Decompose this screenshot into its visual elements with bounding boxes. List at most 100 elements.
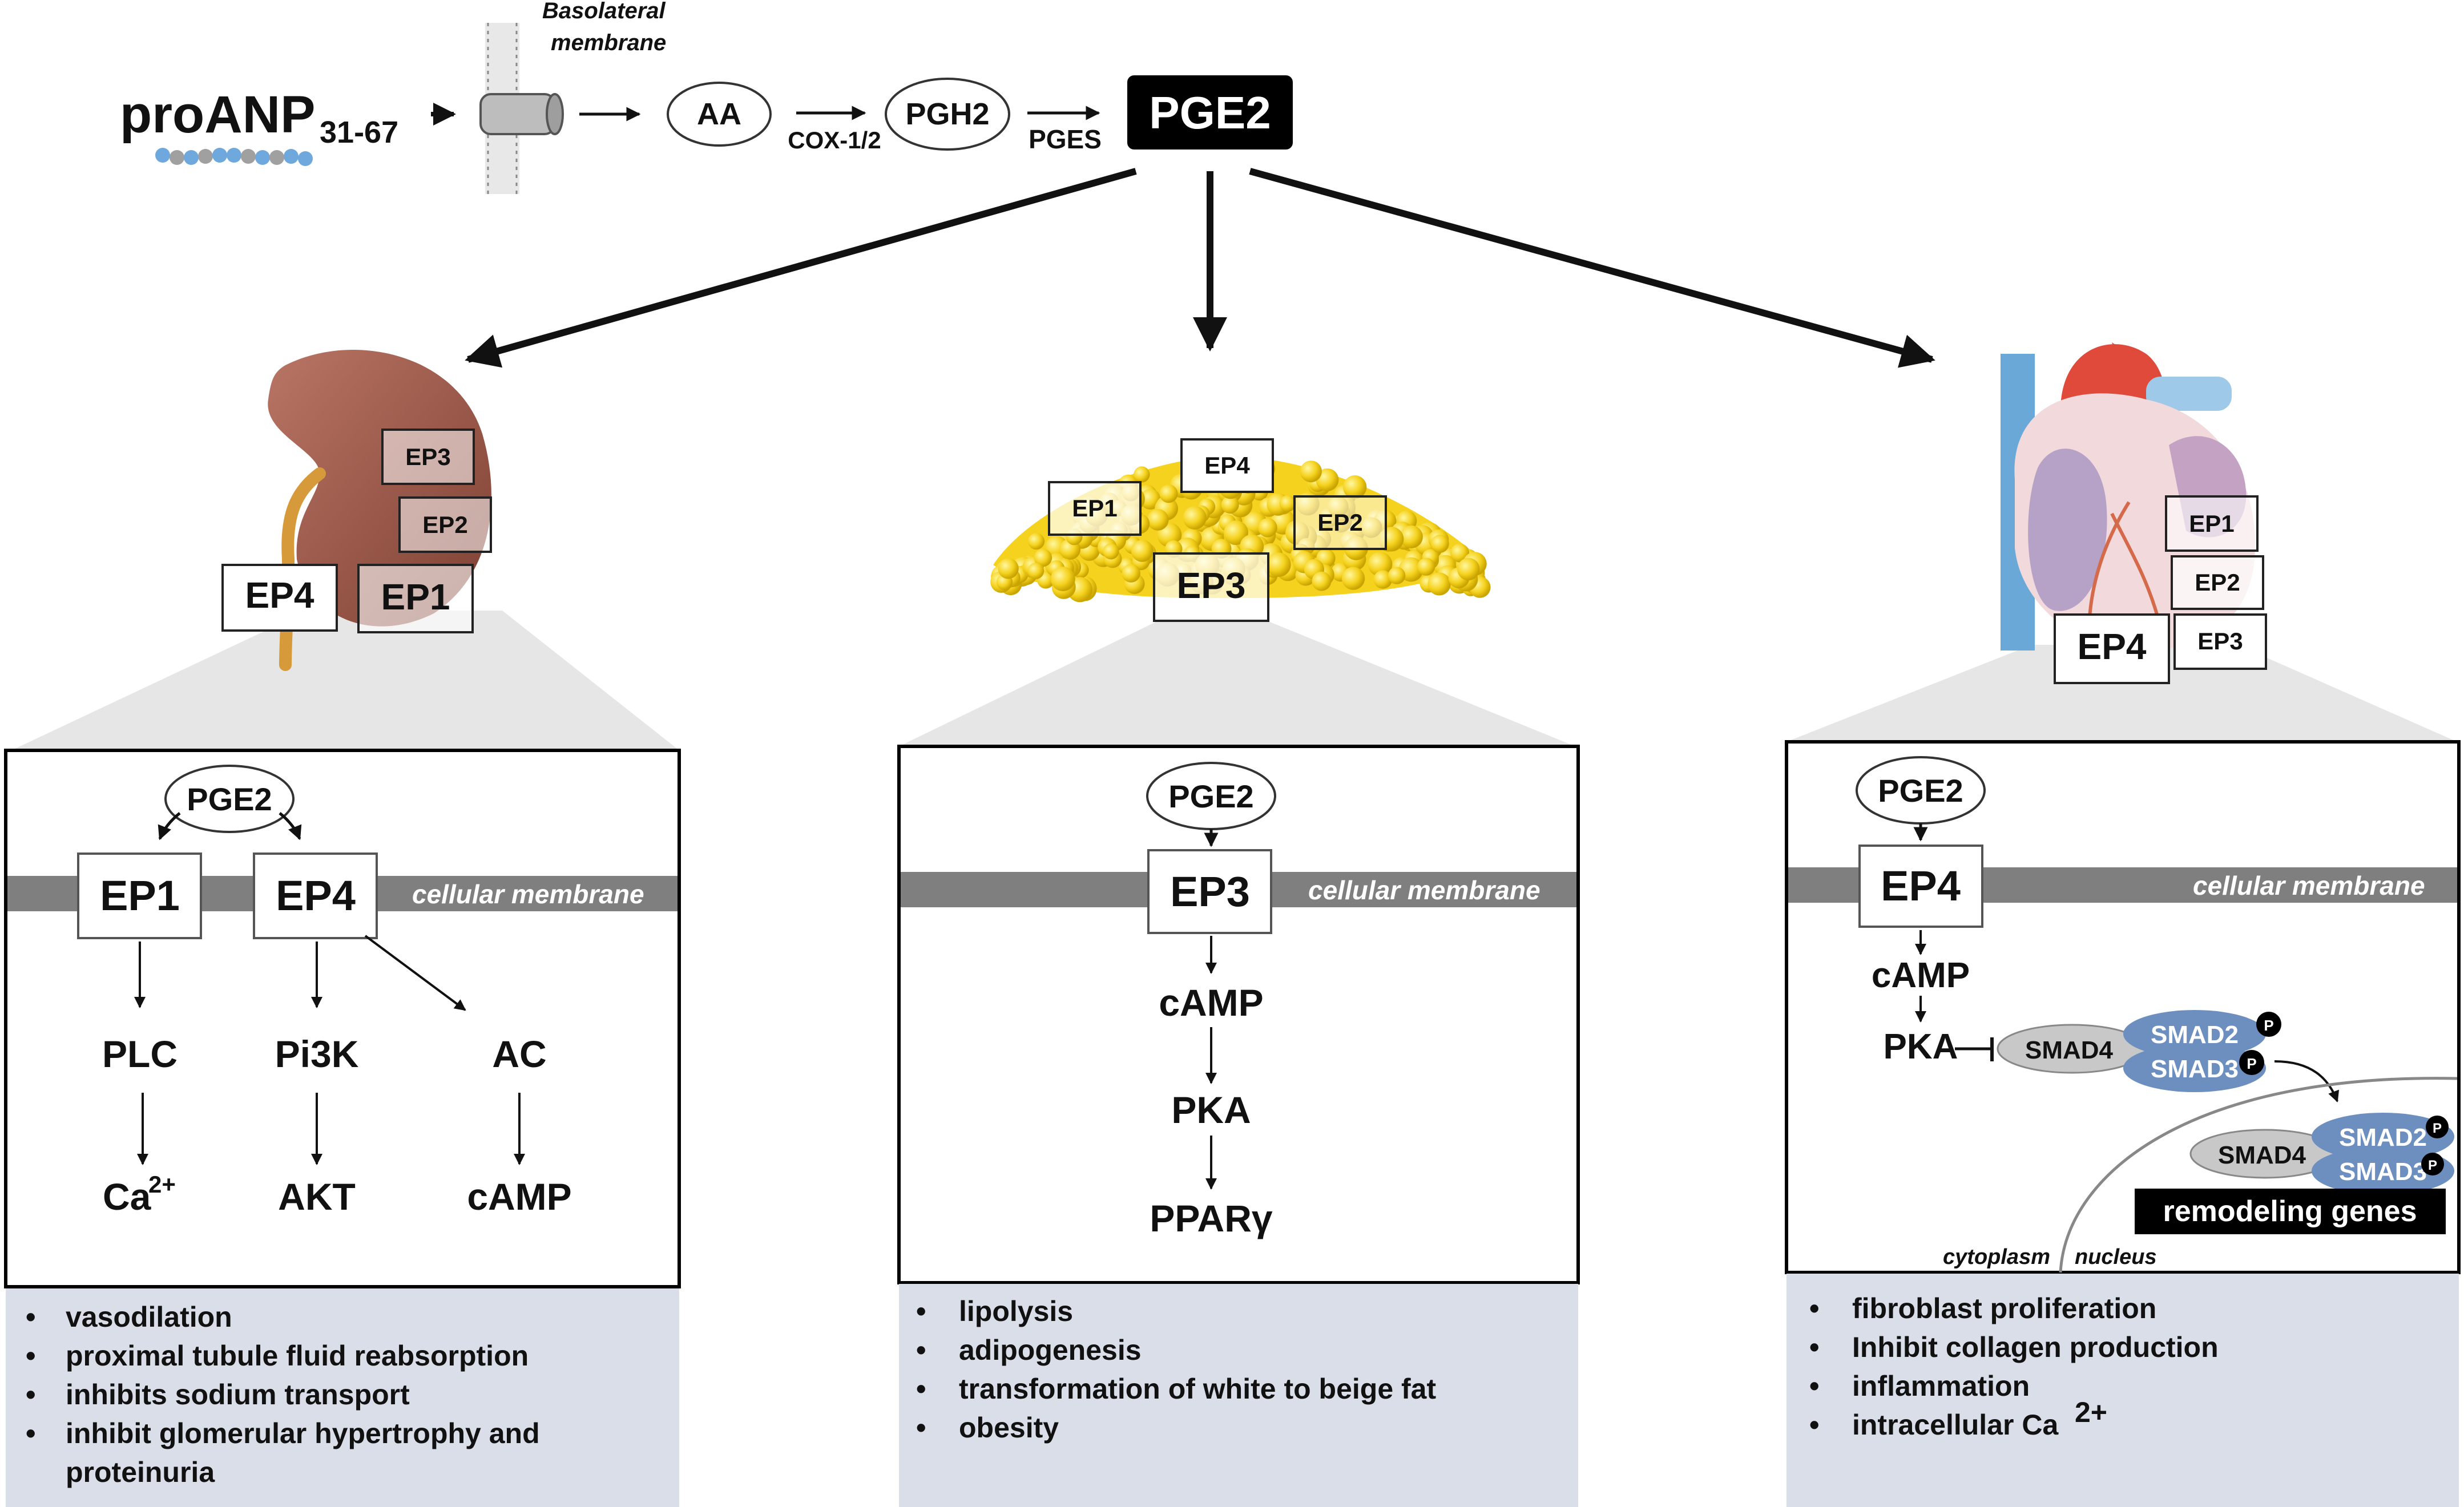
fat-pka-label: PKA [1171, 1089, 1251, 1131]
heart-effect-0: fibroblast proliferation [1852, 1292, 2156, 1324]
heart-ep3-tag-label: EP3 [2197, 628, 2243, 654]
smad3-cytoplasm [2123, 1044, 2266, 1092]
fat-globule [1343, 475, 1367, 499]
basolateral-membrane-icon [479, 23, 564, 194]
fat-globule [1450, 543, 1470, 563]
smad3-cytoplasm-label: SMAD3 [2151, 1055, 2239, 1083]
heart-effect-bullet-3: • [1809, 1409, 1820, 1441]
kidney-ep4-receptor [253, 853, 378, 939]
fat-ep4-tag [1180, 438, 1274, 493]
basolateral-label-line2: membrane [551, 30, 666, 55]
fat-effect-bullet-2: • [916, 1373, 926, 1405]
calcium-superscript: 2+ [148, 1171, 176, 1198]
fat-camp-label: cAMP [1159, 981, 1263, 1024]
smad2-nucleus-label: SMAD2 [2339, 1124, 2427, 1152]
kidney-pge2-label: PGE2 [187, 781, 272, 817]
fat-zoom-cone [899, 622, 1575, 746]
fat-globule [1028, 533, 1045, 550]
fat-ep2-tag-label: EP2 [1317, 509, 1362, 536]
phospho-label-3: P [2433, 1121, 2442, 1136]
kidney-zoom-cone [11, 611, 679, 750]
heart-effects-list: • fibroblast proliferation • Inhibit col… [1809, 1292, 2219, 1441]
pgh2-label: PGH2 [905, 97, 989, 131]
kidney-effect-0: vasodilation [66, 1301, 232, 1333]
kidney-effect-bullet-0: • [26, 1301, 36, 1333]
kidney-ep4-tag [221, 564, 338, 632]
kidney-effect-2: inhibits sodium transport [66, 1379, 410, 1411]
fat-globule [1341, 567, 1365, 590]
fat-globule [1300, 460, 1322, 483]
kidney-membrane-label: cellular membrane [412, 879, 644, 909]
kidney-ep1-tag-label: EP1 [381, 576, 450, 617]
kidney-organ-icon [268, 350, 491, 671]
heart-pge2-label: PGE2 [1878, 773, 1963, 809]
fat-globule [1147, 509, 1169, 531]
fat-effect-3: obesity [959, 1412, 1059, 1444]
fat-globule [1400, 525, 1423, 548]
remodeling-genes-box [2135, 1189, 2446, 1234]
akt-label: AKT [278, 1175, 356, 1218]
fat-ep3-tag-label: EP3 [1177, 565, 1246, 606]
fat-globule [1457, 557, 1480, 581]
arrow-ep4-to-ac [364, 935, 466, 1011]
nuclear-envelope [2059, 1077, 2458, 1273]
plc-label: PLC [102, 1033, 178, 1075]
fat-globule [1417, 557, 1435, 576]
smad4-nucleus-label: SMAD4 [2218, 1141, 2306, 1169]
kidney-ep2-tag [398, 496, 492, 553]
fat-globule [1258, 518, 1277, 538]
smad2-nucleus [2312, 1113, 2454, 1161]
heart-ep2-tag-label: EP2 [2195, 569, 2240, 596]
cox-label: COX-1/2 [788, 127, 881, 153]
fat-globule [1103, 543, 1119, 560]
fat-ep4-tag-label: EP4 [1204, 452, 1250, 479]
kidney-ep2-tag-label: EP2 [422, 511, 467, 538]
kidney-effect-bullet-3: • [26, 1417, 36, 1449]
ac-label: AC [492, 1033, 546, 1075]
kidney-effects-panel [6, 1288, 679, 1507]
fat-effect-1: adipogenesis [959, 1334, 1142, 1366]
kidney-ep3-tag [381, 429, 475, 485]
smad4-cytoplasm-label: SMAD4 [2025, 1036, 2114, 1064]
fat-globule [1427, 572, 1451, 596]
fat-globule [1266, 552, 1291, 577]
kidney-effects-list: • vasodilation • proximal tubule fluid r… [26, 1301, 540, 1488]
fat-column: EP4 EP1 EP2 EP3 cellular membrane PGE2 E… [897, 438, 1580, 1507]
pge2-main-label: PGE2 [1149, 87, 1271, 138]
pges-label: PGES [1029, 124, 1102, 154]
fat-globule [1368, 552, 1393, 577]
fat-signaling-panel [897, 745, 1580, 1284]
fat-globule [1373, 570, 1393, 589]
heart-ep4-tag [2054, 613, 2170, 684]
fat-globule [1027, 563, 1045, 579]
phospho-label-4: P [2428, 1158, 2437, 1173]
heart-effect-3-superscript: 2+ [2075, 1396, 2107, 1428]
kidney-ep4-tag-label: EP4 [245, 575, 314, 616]
phospho-label-2: P [2247, 1055, 2256, 1072]
fat-globule [1050, 567, 1075, 592]
kidney-ep1-receptor [77, 853, 202, 939]
fat-membrane-label: cellular membrane [1308, 875, 1540, 905]
fat-globule [1312, 571, 1332, 591]
fat-globule [1134, 466, 1150, 483]
proanp-subscript: 31-67 [320, 115, 398, 150]
phospho-icon-3 [2426, 1116, 2449, 1138]
pge2-main-node [1127, 75, 1293, 150]
basolateral-label-line1: Basolateral [542, 0, 666, 23]
heart-ep4-tag-label: EP4 [2078, 626, 2147, 667]
fat-globule [1131, 540, 1154, 562]
cytoplasm-label: cytoplasm [1943, 1245, 2050, 1269]
heart-ep3-tag [2173, 613, 2267, 670]
fat-globule [1122, 564, 1140, 583]
fat-ep1-tag-label: EP1 [1072, 495, 1117, 522]
heart-ep4-receptor [1858, 845, 1983, 928]
heart-camp-label: cAMP [1872, 956, 1970, 995]
smad2-cytoplasm-label: SMAD2 [2151, 1021, 2239, 1049]
kidney-camp-label: cAMP [467, 1175, 571, 1218]
fat-effect-bullet-1: • [916, 1334, 926, 1366]
fat-globule [1183, 506, 1207, 530]
kidney-effect-1: proximal tubule fluid reabsorption [66, 1340, 529, 1372]
calcium-label: Ca [103, 1175, 152, 1218]
heart-membrane-label: cellular membrane [2193, 871, 2425, 900]
